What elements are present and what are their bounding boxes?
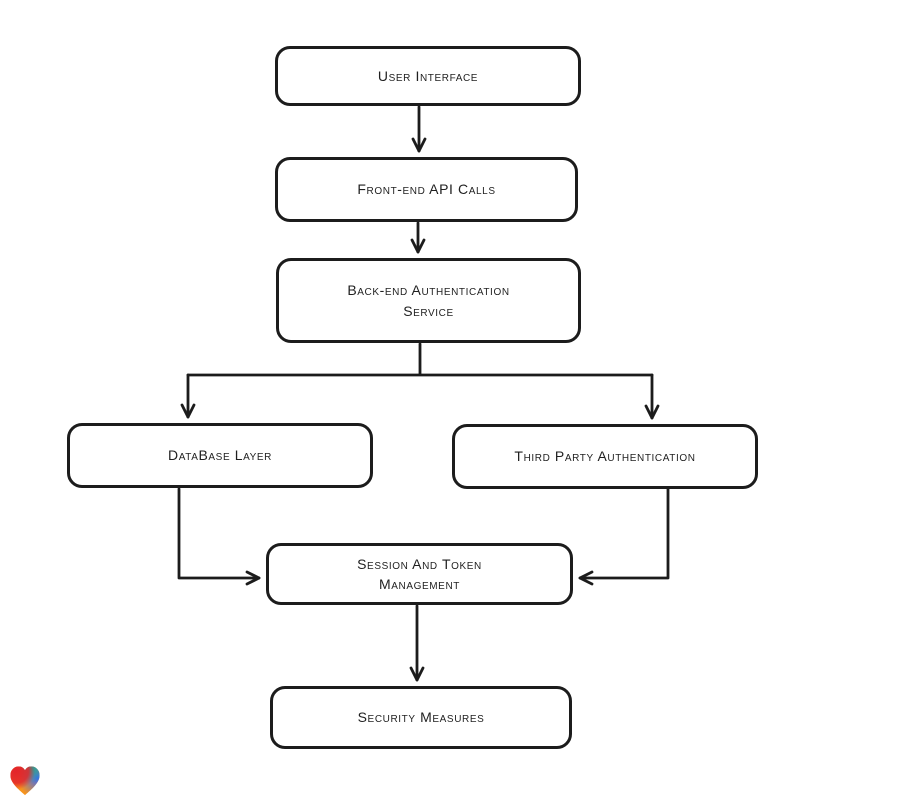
node-front-end-api-calls: Front-end API Calls [275, 157, 578, 222]
connector-database-to-session [177, 487, 261, 586]
heart-logo-icon [10, 766, 40, 796]
node-user-interface: User Interface [275, 46, 581, 106]
node-third-party-authentication: Third Party Authentication [452, 424, 758, 489]
connector-third-party-to-session [578, 487, 670, 586]
node-security-measures: Security Measures [270, 686, 572, 749]
node-database-layer: DataBase Layer [67, 423, 373, 488]
node-back-end-authentication-service: Back-end Authentication Service [276, 258, 581, 343]
node-session-and-token-management: Session And Token Management [266, 543, 573, 605]
connector-back-end-branch-trunk [186, 342, 654, 377]
